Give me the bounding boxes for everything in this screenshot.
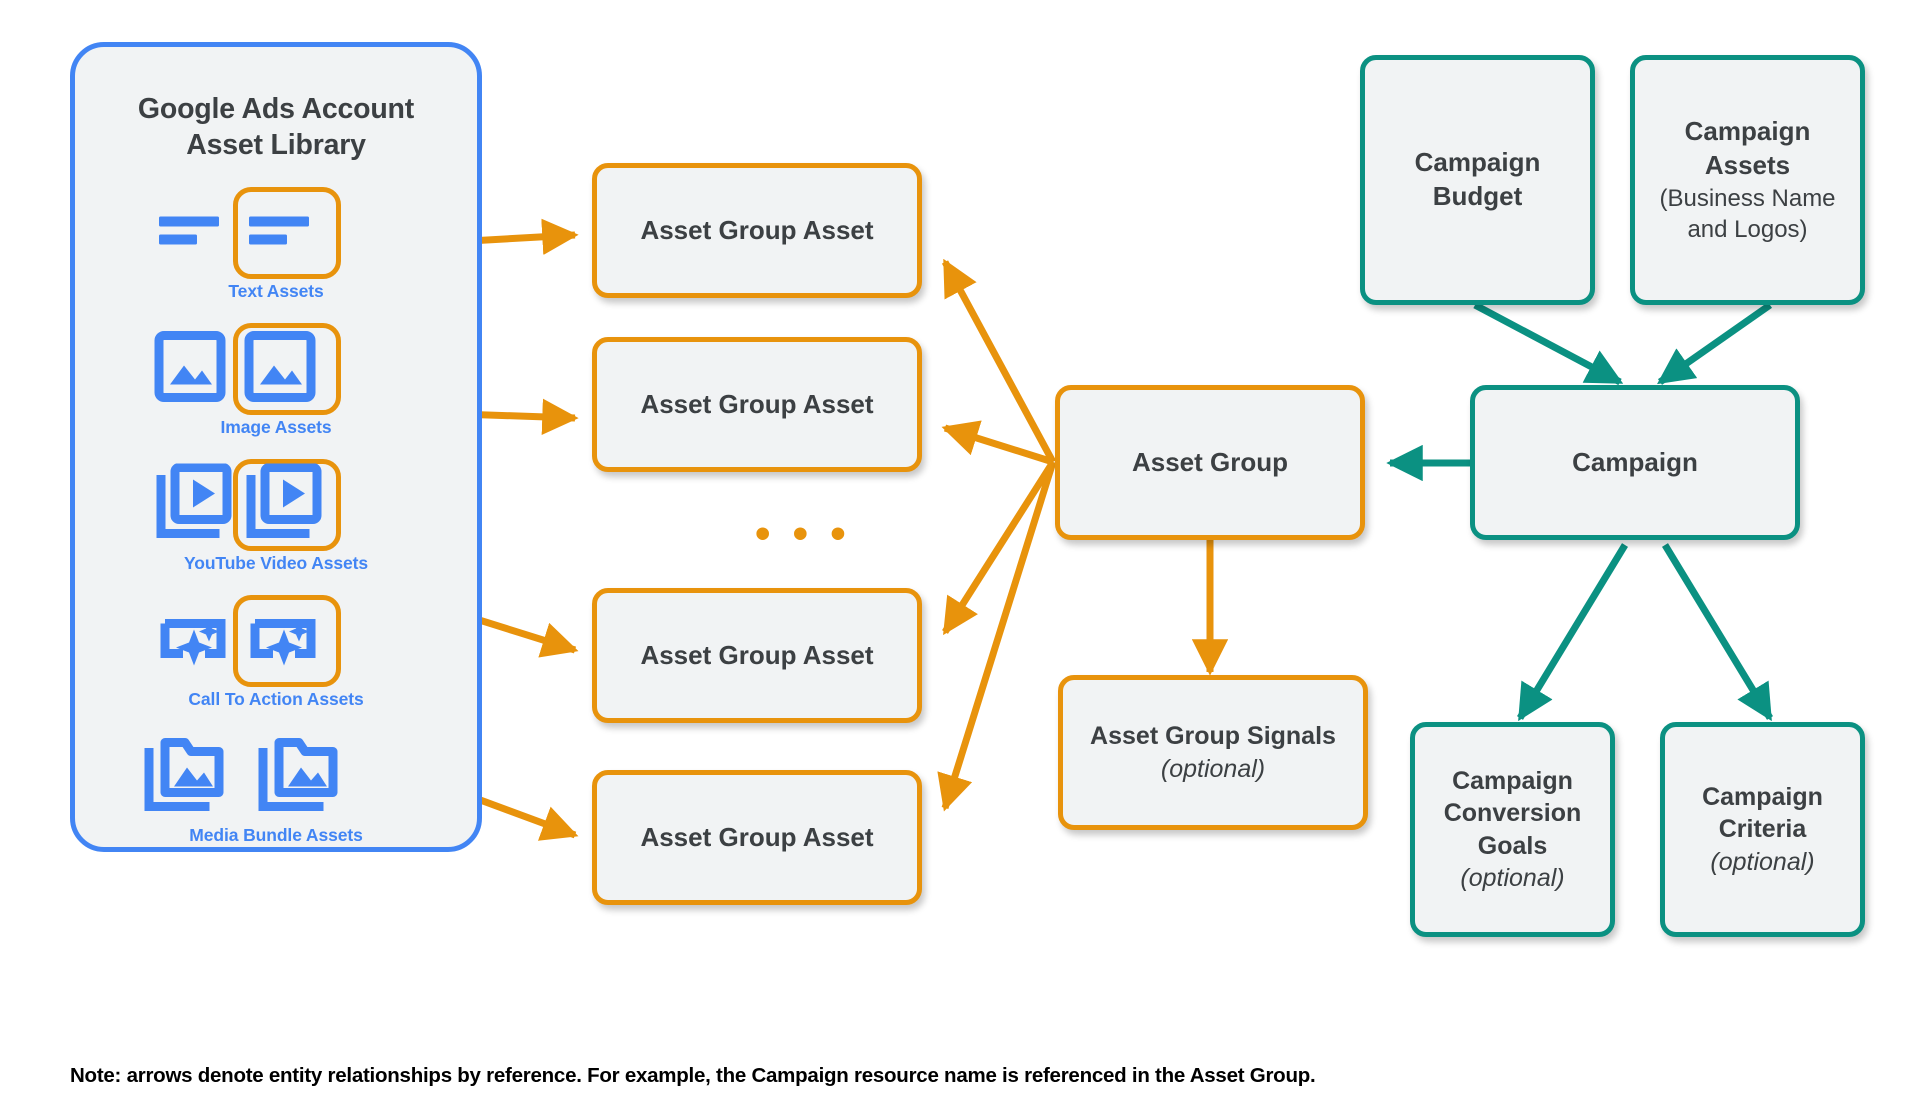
edge-campaign-to-criteria — [1662, 543, 1773, 722]
image-asset-highlight-box — [233, 323, 341, 415]
edge-assetgroup-to-agasset-2 — [941, 420, 1055, 466]
asset-caption-image: Image Assets — [220, 417, 332, 437]
asset-group-asset-box-2[interactable]: Asset Group Asset — [592, 337, 922, 472]
call-to-action-icon-selected — [243, 608, 323, 675]
campaign-label: Campaign — [1572, 446, 1698, 477]
video-asset-icon-selected — [243, 463, 323, 547]
campaign-assets-box[interactable]: Campaign Assets (Business Name and Logos… — [1630, 55, 1865, 305]
asset-row-text: Text Assets — [75, 187, 477, 302]
asset-caption-cta: Call To Action Assets — [188, 689, 364, 709]
asset-row-image: Image Assets — [75, 323, 477, 438]
assetgroup-to-assets-edges — [937, 258, 1057, 812]
video-asset-highlight-box — [233, 459, 341, 551]
asset-group-asset-box-1[interactable]: Asset Group Asset — [592, 163, 922, 298]
campaign-conversion-goals-title: Campaign Conversion Goals — [1443, 766, 1582, 860]
image-asset-icon-selected — [243, 330, 317, 409]
campaign-assets-label: Campaign Assets (Business Name and Logos… — [1635, 115, 1860, 245]
asset-group-box[interactable]: Asset Group — [1055, 385, 1365, 540]
asset-caption-media-bundle: Media Bundle Assets — [189, 825, 363, 845]
asset-group-signals-box[interactable]: Asset Group Signals (optional) — [1058, 675, 1368, 830]
campaign-assets-note: (Business Name and Logos) — [1659, 184, 1836, 243]
asset-group-asset-label-1: Asset Group Asset — [640, 214, 874, 245]
media-bundle-asset-icon-2 — [255, 735, 339, 820]
asset-group-asset-label-4: Asset Group Asset — [640, 821, 874, 852]
campaign-criteria-title: Campaign Criteria — [1702, 782, 1823, 844]
edge-campaign-assets-to-campaign — [1657, 302, 1773, 385]
campaign-conversion-goals-box[interactable]: Campaign Conversion Goals (optional) — [1410, 722, 1615, 937]
asset-icons-cta — [75, 595, 477, 687]
asset-row-cta: Call To Action Assets — [75, 595, 477, 710]
campaign-conversion-goals-label: Campaign Conversion Goals (optional) — [1415, 765, 1610, 895]
library-title: Google Ads Account Asset Library — [75, 91, 477, 164]
edge-budget-to-campaign — [1473, 301, 1624, 386]
text-asset-highlight-box — [233, 187, 341, 279]
asset-group-asset-box-3[interactable]: Asset Group Asset — [592, 588, 922, 723]
asset-icons-text — [75, 187, 477, 279]
asset-icons-media-bundle — [75, 731, 477, 823]
campaign-conversion-goals-optional: (optional) — [1460, 864, 1565, 892]
asset-group-asset-label-3: Asset Group Asset — [640, 639, 874, 670]
asset-icons-video — [75, 459, 477, 551]
video-asset-icon — [153, 463, 233, 547]
campaign-criteria-label: Campaign Criteria (optional) — [1665, 781, 1860, 879]
cta-asset-highlight-box — [233, 595, 341, 687]
asset-icons-image — [75, 323, 477, 415]
library-title-line-2: Asset Library — [186, 129, 366, 162]
campaign-box[interactable]: Campaign — [1470, 385, 1800, 540]
asset-row-video: YouTube Video Assets — [75, 459, 477, 574]
library-title-line-1: Google Ads Account — [137, 93, 415, 125]
edge-assetgroup-to-agasset-1 — [941, 258, 1057, 464]
asset-group-signals-title: Asset Group Signals — [1090, 722, 1336, 750]
asset-group-signals-label: Asset Group Signals (optional) — [1082, 720, 1344, 785]
image-asset-icon — [153, 330, 227, 409]
asset-caption-video: YouTube Video Assets — [183, 553, 369, 573]
text-asset-icon-selected — [243, 203, 317, 264]
asset-group-asset-label-2: Asset Group Asset — [640, 388, 874, 419]
edge-assetgroup-to-agasset-4 — [937, 460, 1057, 812]
campaign-criteria-box[interactable]: Campaign Criteria (optional) — [1660, 722, 1865, 937]
asset-group-signals-optional: (optional) — [1160, 754, 1266, 783]
asset-row-media-bundle: Media Bundle Assets — [75, 731, 477, 846]
edge-assetgroup-to-agasset-3 — [942, 460, 1056, 636]
campaign-assets-title: Campaign Assets — [1684, 116, 1811, 180]
asset-group-label: Asset Group — [1131, 446, 1289, 477]
campaign-budget-label: Campaign Budget — [1414, 147, 1541, 211]
ellipsis-indicator: • • • — [755, 509, 851, 558]
edge-campaign-to-conversion-goals — [1517, 543, 1628, 722]
call-to-action-icon — [153, 608, 233, 675]
footnote-text: Note: arrows denote entity relationships… — [70, 1064, 1316, 1087]
asset-group-asset-box-4[interactable]: Asset Group Asset — [592, 770, 922, 905]
text-asset-icon — [153, 203, 227, 264]
media-bundle-asset-icon — [141, 735, 225, 820]
asset-library-panel: Google Ads Account Asset Library — [70, 42, 482, 852]
campaign-budget-box[interactable]: Campaign Budget — [1360, 55, 1595, 305]
campaign-criteria-optional: (optional) — [1710, 847, 1815, 876]
asset-caption-text: Text Assets — [228, 281, 324, 301]
